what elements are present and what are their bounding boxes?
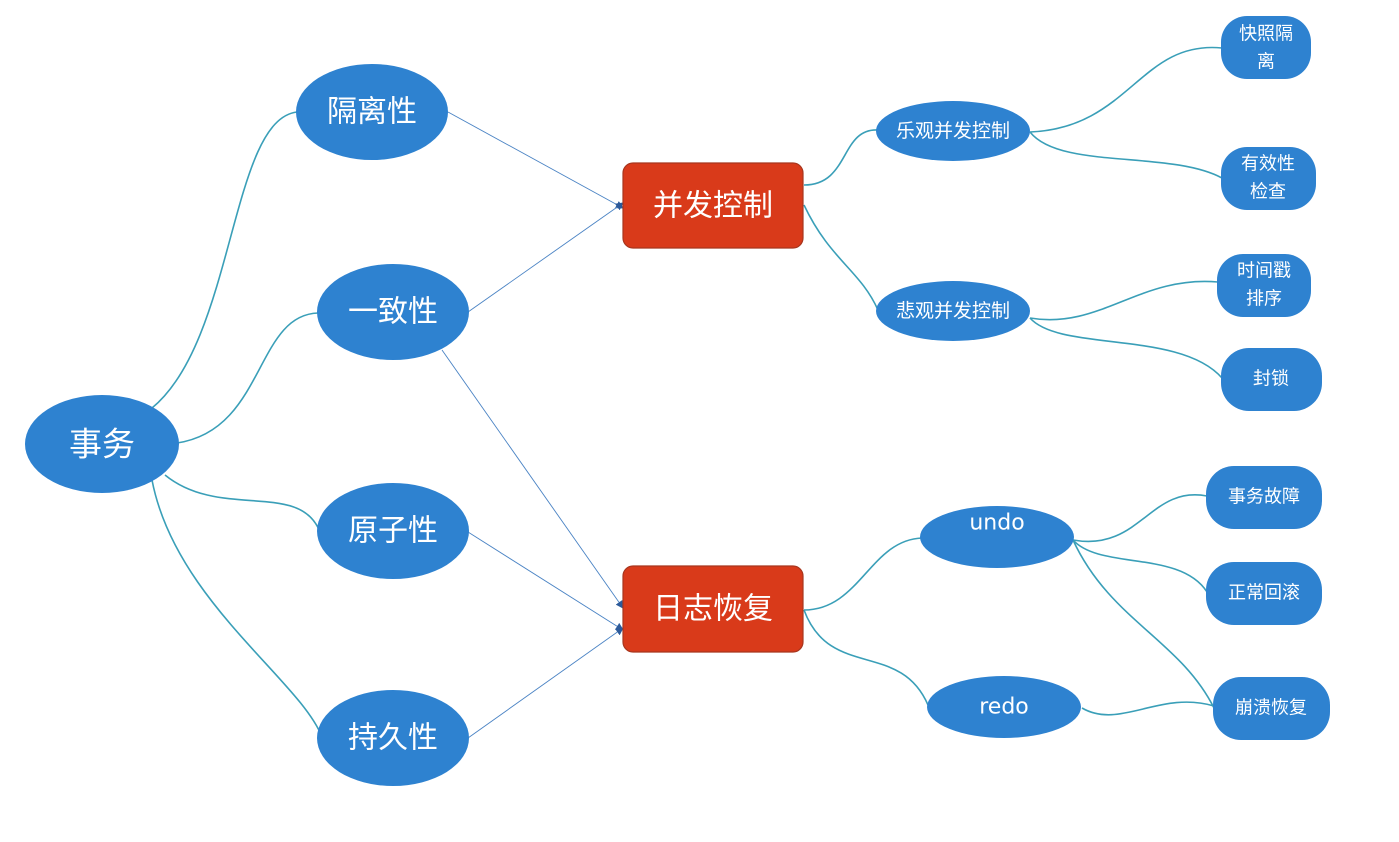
leaf-label-line: 时间戳 <box>1237 261 1291 282</box>
edge-undo-rollback <box>1072 539 1208 593</box>
leaf-node-validation: 有效性 检查 <box>1221 147 1316 210</box>
edge-root-consistency <box>176 312 319 444</box>
property-node-isolation: 隔离性 <box>296 64 448 160</box>
sub-label: 悲观并发控制 <box>896 300 1010 322</box>
leaf-label-line: 快照隔 <box>1239 24 1293 45</box>
leaf-label-line: 崩溃恢复 <box>1235 698 1307 719</box>
arrow-durability-log-recovery <box>467 627 624 739</box>
arrow-consistency-log-recovery <box>441 349 624 609</box>
property-node-durability: 持久性 <box>317 690 469 786</box>
property-label: 持久性 <box>348 721 438 756</box>
property-label: 原子性 <box>348 514 438 549</box>
mechanism-node-concurrency: 并发控制 <box>622 162 804 249</box>
mechanism-node-log-recovery: 日志恢复 <box>622 565 804 653</box>
edge-root-isolation <box>151 111 298 409</box>
sub-node-redo: redo <box>927 676 1081 738</box>
leaf-label-line: 检查 <box>1250 182 1286 203</box>
sub-node-pessimistic: 悲观并发控制 <box>876 281 1030 341</box>
edge-log-undo <box>803 537 923 611</box>
property-label: 一致性 <box>348 295 438 330</box>
leaf-node-crash-recovery: 崩溃恢复 <box>1213 677 1330 740</box>
leaf-node-rollback: 正常回滚 <box>1206 562 1322 625</box>
edge-concurrency-optimistic <box>803 129 879 186</box>
edge-pessimistic-locking <box>1029 317 1223 379</box>
sub-label: undo <box>969 511 1024 536</box>
leaf-node-locking: 封锁 <box>1221 348 1322 411</box>
property-label: 隔离性 <box>327 95 417 130</box>
leaf-node-txn-failure: 事务故障 <box>1206 466 1322 529</box>
edge-undo-txn-failure <box>1072 493 1208 543</box>
sub-label: 乐观并发控制 <box>896 120 1010 142</box>
leaf-label-line: 正常回滚 <box>1228 583 1300 604</box>
edge-undo-crash-recovery <box>1072 539 1215 709</box>
property-node-consistency: 一致性 <box>317 264 469 360</box>
mechanism-label: 日志恢复 <box>653 592 773 627</box>
root-node: 事务 <box>25 395 179 493</box>
leaf-label-line: 有效性 <box>1241 154 1295 175</box>
edge-redo-crash-recovery <box>1081 701 1215 716</box>
edge-optimistic-snapshot <box>1029 46 1223 133</box>
edge-root-atomicity <box>164 474 321 533</box>
edge-optimistic-validation <box>1029 131 1223 179</box>
leaf-node-snapshot: 快照隔 离 <box>1221 16 1311 79</box>
edge-log-redo <box>803 609 929 706</box>
sub-node-optimistic: 乐观并发控制 <box>876 101 1030 161</box>
leaf-node-timestamp: 时间戳 排序 <box>1217 254 1311 317</box>
property-node-atomicity: 原子性 <box>317 483 469 579</box>
edge-concurrency-pessimistic <box>803 204 879 311</box>
arrow-isolation-concurrency <box>447 111 624 209</box>
arrow-consistency-concurrency <box>467 202 624 313</box>
edge-root-durability <box>151 479 323 738</box>
leaf-label-line: 排序 <box>1246 289 1282 310</box>
arrow-atomicity-log-recovery <box>467 531 624 631</box>
leaf-label-line: 离 <box>1257 52 1275 73</box>
leaf-label-line: 封锁 <box>1253 369 1289 390</box>
edge-pessimistic-timestamp <box>1029 280 1219 321</box>
root-label: 事务 <box>69 425 135 464</box>
sub-label: redo <box>979 695 1029 720</box>
leaf-label-line: 事务故障 <box>1228 487 1300 508</box>
sub-node-undo: undo <box>920 506 1074 568</box>
mechanism-label: 并发控制 <box>653 189 773 224</box>
